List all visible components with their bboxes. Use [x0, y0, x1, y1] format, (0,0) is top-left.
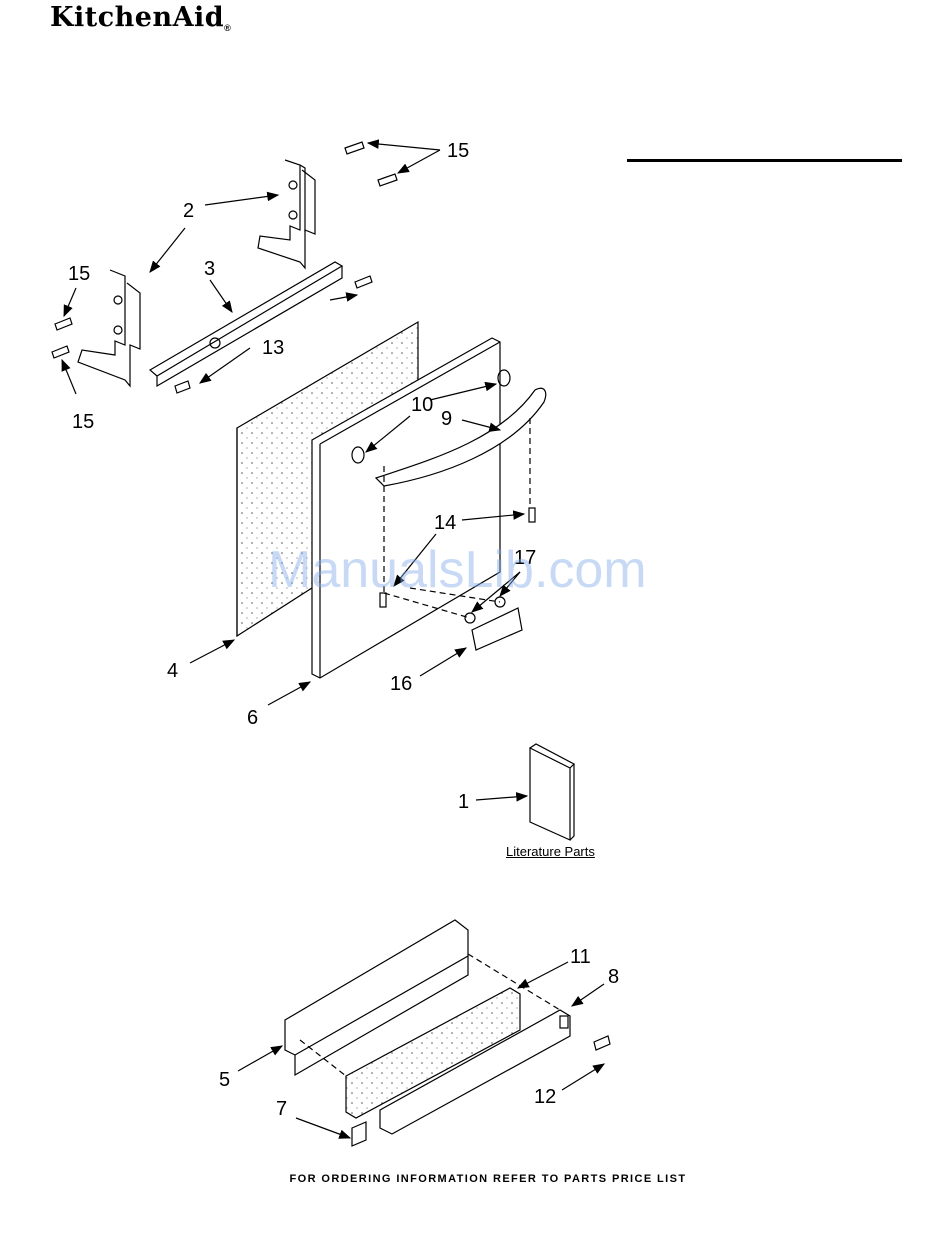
- callout-16: 16: [390, 673, 412, 695]
- right-mounting-bracket: [258, 160, 315, 268]
- footer-note: FOR ORDERING INFORMATION REFER TO PARTS …: [0, 1173, 950, 1185]
- callout-11: 11: [570, 946, 591, 968]
- callout-5: 5: [219, 1069, 230, 1091]
- top-screws: [345, 142, 397, 186]
- callout-6: 6: [247, 707, 258, 729]
- callout-8: 8: [608, 966, 619, 988]
- callout-15-top: 15: [447, 140, 469, 162]
- handle-cover: [472, 608, 522, 650]
- callout-15-left: 15: [68, 263, 90, 285]
- callout-12: 12: [534, 1086, 556, 1108]
- callout-4: 4: [167, 660, 178, 682]
- callout-9: 9: [441, 408, 452, 430]
- callout-1: 1: [458, 791, 469, 813]
- callout-2: 2: [183, 200, 194, 222]
- left-screws: [52, 318, 72, 358]
- callout-10: 10: [411, 394, 433, 416]
- literature-booklet: [530, 744, 574, 840]
- left-mounting-bracket: [78, 270, 140, 386]
- literature-parts-label: Literature Parts: [506, 844, 595, 859]
- callout-13: 13: [262, 337, 284, 359]
- callout-14: 14: [434, 512, 456, 534]
- watermark: ManualsLib.com: [268, 540, 647, 600]
- callout-15-bottom: 15: [72, 411, 94, 433]
- callout-3: 3: [204, 258, 215, 280]
- mounting-rail: [150, 262, 342, 386]
- toe-kick-screw: [594, 1036, 610, 1050]
- toe-kick-clip: [352, 1122, 366, 1146]
- callout-7: 7: [276, 1098, 287, 1120]
